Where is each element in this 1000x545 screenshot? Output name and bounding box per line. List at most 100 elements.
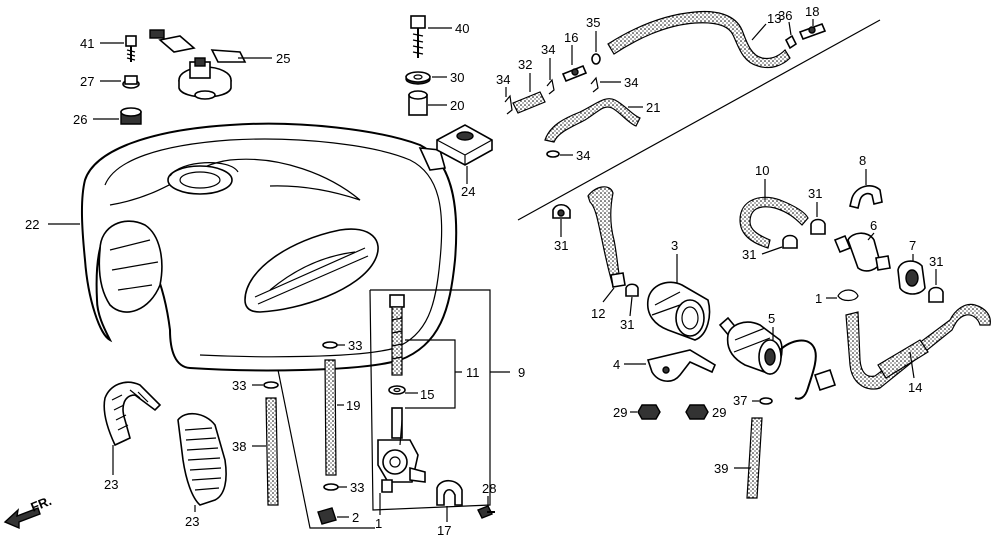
fuel-valve-strainer — [389, 294, 405, 376]
callout-1b: 1 — [815, 291, 822, 306]
callout-34a: 34 — [496, 72, 510, 87]
callout-2: 2 — [352, 510, 359, 525]
fuel-pump-holder-3 — [646, 281, 711, 341]
callout-28: 28 — [482, 481, 496, 496]
mount-rubber-24 — [436, 124, 493, 166]
clip-2 — [317, 507, 337, 525]
front-direction-arrow — [3, 507, 41, 530]
callout-17: 17 — [437, 523, 451, 538]
callout-29b: 29 — [712, 405, 726, 420]
clip-34-a — [504, 94, 513, 115]
callout-33c: 33 — [350, 480, 364, 495]
collar-20 — [408, 90, 428, 116]
callout-33b: 33 — [348, 338, 362, 353]
callout-16a: 16 — [564, 30, 578, 45]
bracket-4 — [646, 349, 717, 382]
clip-1-b — [837, 289, 859, 302]
callout-18a: 18 — [805, 4, 819, 19]
callout-37: 37 — [733, 393, 747, 408]
clip-33-top — [322, 341, 338, 349]
callout-15: 15 — [420, 387, 434, 402]
callout-21: 21 — [646, 100, 660, 115]
callout-6: 6 — [870, 218, 877, 233]
callout-14: 14 — [908, 380, 922, 395]
leader-11 — [405, 339, 462, 409]
screw-28 — [477, 505, 495, 519]
callout-40: 40 — [455, 21, 469, 36]
clip-34-c — [590, 76, 599, 93]
clip-34-b — [546, 78, 555, 95]
group-frame-left — [277, 369, 375, 529]
leader-12 — [602, 287, 615, 303]
callout-25: 25 — [276, 51, 290, 66]
tube-13 — [607, 10, 791, 69]
nut-26 — [120, 107, 142, 125]
callout-11: 11 — [466, 365, 480, 380]
tube-32 — [512, 91, 546, 114]
leader-31d — [761, 246, 783, 255]
callout-32: 32 — [518, 57, 532, 72]
callout-29a: 29 — [613, 405, 627, 420]
nut-29-b — [685, 404, 709, 420]
heat-guard-upper-23 — [103, 381, 162, 447]
tube-10 — [739, 196, 809, 249]
clip-34-d — [546, 150, 560, 158]
fuel-filter-6 — [833, 232, 891, 272]
callout-27: 27 — [80, 74, 94, 89]
divider-line — [517, 19, 881, 221]
leader-6 — [867, 232, 875, 241]
callout-12: 12 — [591, 306, 605, 321]
fuel-cap-assembly — [149, 29, 247, 100]
tube-38 — [265, 397, 279, 506]
callout-1a: 1 — [375, 516, 382, 531]
tube-21 — [544, 98, 641, 143]
callout-24: 24 — [461, 184, 475, 199]
clip-37 — [759, 397, 773, 405]
callout-31c: 31 — [808, 186, 822, 201]
o-ring-15 — [388, 385, 406, 395]
clamp-31-a — [552, 203, 571, 219]
front-direction-label: FR. — [29, 493, 54, 515]
tube-14 — [845, 303, 991, 390]
callout-22: 22 — [25, 217, 39, 232]
fuel-pump-5 — [718, 316, 837, 400]
callout-5: 5 — [768, 311, 775, 326]
callout-36: 36 — [778, 8, 792, 23]
callout-34c: 34 — [624, 75, 638, 90]
callout-19: 19 — [346, 398, 360, 413]
callout-38: 38 — [232, 439, 246, 454]
callout-8: 8 — [859, 153, 866, 168]
callout-13: 13 — [767, 11, 781, 26]
callout-7: 7 — [909, 238, 916, 253]
callout-31d: 31 — [742, 247, 756, 262]
callout-30: 30 — [450, 70, 464, 85]
heat-guard-lower-23 — [177, 412, 227, 506]
bolt-40 — [410, 15, 426, 58]
washer-30 — [405, 71, 431, 85]
group-frame-9 — [369, 289, 491, 511]
callout-10: 10 — [755, 163, 769, 178]
callout-33a: 33 — [232, 378, 246, 393]
callout-31b: 31 — [620, 317, 634, 332]
callout-3: 3 — [671, 238, 678, 253]
clip-35 — [591, 53, 601, 65]
callout-41: 41 — [80, 36, 94, 51]
callout-9: 9 — [518, 365, 525, 380]
clamp-31-c — [810, 218, 826, 235]
holder-7 — [897, 260, 926, 295]
clamp-31-b — [625, 283, 639, 297]
nut-29-a — [637, 404, 661, 420]
tube-19 — [324, 359, 337, 476]
callout-34b: 34 — [541, 42, 555, 57]
bolt-41 — [125, 35, 137, 62]
joint-16-a — [561, 64, 588, 83]
joint-16-b — [798, 22, 827, 41]
fuel-tank — [80, 122, 458, 372]
clip-36 — [784, 34, 798, 50]
callout-4: 4 — [613, 357, 620, 372]
leader-36 — [788, 21, 792, 36]
callout-23a: 23 — [104, 477, 118, 492]
clip-33-bottom — [323, 483, 339, 491]
callout-23b: 23 — [185, 514, 199, 529]
